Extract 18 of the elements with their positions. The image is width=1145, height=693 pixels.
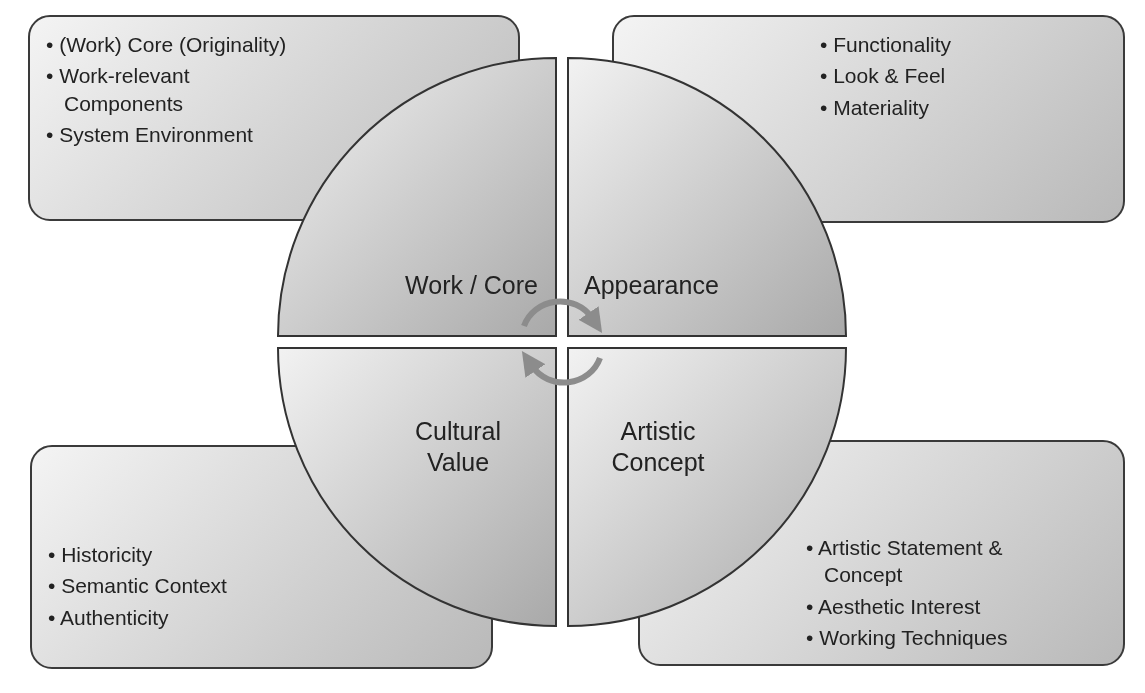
bullet-item: • Authenticity xyxy=(48,604,170,631)
segment-label: Artistic Concept xyxy=(610,416,706,479)
bullet-item: • System Environment xyxy=(46,121,254,148)
circular-arrow xyxy=(521,298,604,333)
bullet-item: • Look & Feel xyxy=(820,63,947,90)
bullet-item: • Work-relevant Components xyxy=(46,63,191,117)
bullet-item: • Historicity xyxy=(48,542,154,568)
circular-arrow xyxy=(520,351,603,386)
bullet-item: • Aesthetic Interest xyxy=(806,593,982,620)
bullet-item: • Artistic Statement & Concept xyxy=(806,535,1004,589)
bullet-item: • (Work) Core (Originality) xyxy=(46,32,288,58)
bullet-item: • Materiality xyxy=(820,94,930,121)
bullet-item: • Semantic Context xyxy=(48,573,228,600)
bullet-item: • Working Techniques xyxy=(806,624,1009,651)
bullet-item: • Functionality xyxy=(820,32,953,58)
segment-label: Work / Core xyxy=(404,270,538,301)
segment-label: Appearance xyxy=(584,270,720,301)
segment-label: Cultural Value xyxy=(413,416,503,479)
